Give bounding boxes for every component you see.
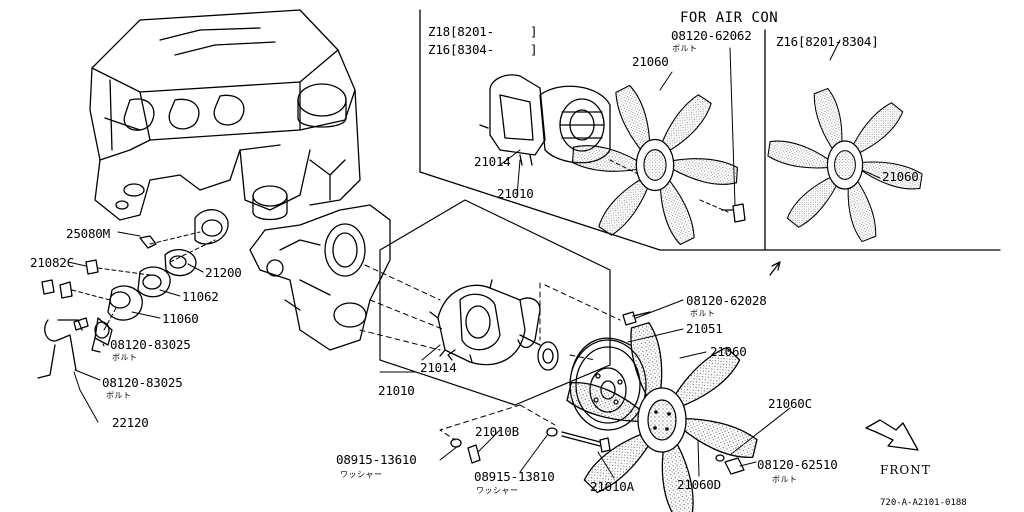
washer-13610-label: 08915-13610: [336, 452, 417, 467]
part-21051-label: 21051: [686, 321, 723, 336]
inset-z18-label: Z18[8201-: [428, 24, 494, 39]
inset-z16-right-label: Z16[8201-8304]: [776, 34, 879, 49]
inset-air-con: [419, 9, 1001, 251]
part-11060-label: 11060: [162, 311, 199, 326]
inset-fan-z16-21060-label: 21060: [882, 169, 919, 184]
bolt-62062-label: 08120-62062: [671, 28, 752, 43]
bolt-83025-b-sub: ボルト: [106, 391, 132, 400]
inset-pump-21010-label: 21010: [497, 186, 534, 201]
part-21082C-label: 21082C: [30, 255, 74, 270]
bolt-83025-a-label: 08120-83025: [110, 337, 191, 352]
part-11062-label: 11062: [182, 289, 219, 304]
bolt-62028-label: 08120-62028: [686, 293, 767, 308]
for-air-con-label: FOR AIR CON: [680, 10, 779, 26]
bolt-62062-sub: ボルト: [672, 44, 698, 53]
part-21060D-label: 21060D: [677, 477, 721, 492]
diagram-code: 720-A-A2101-0188: [880, 498, 967, 508]
inset-z16-close: ]: [530, 42, 538, 57]
inset-pump-21014-label: 21014: [474, 154, 511, 169]
inset-arrow: [769, 261, 781, 276]
washer-13810-label: 08915-13810: [474, 469, 555, 484]
front-label: FRONT: [880, 463, 931, 477]
part-21014-label: 21014: [420, 360, 457, 375]
bolt-83025-a-sub: ボルト: [112, 353, 138, 362]
pump-exploded-view: [379, 199, 611, 406]
part-21060-label: 21060: [710, 344, 747, 359]
part-21010-label: 21010: [378, 383, 415, 398]
inset-z18-close: ]: [530, 24, 538, 39]
bolt-83025-b-label: 08120-83025: [102, 375, 183, 390]
fan-z16: [765, 86, 925, 244]
left-guide-lines: [71, 231, 216, 331]
washer-13810-sub: ワッシャー: [476, 486, 519, 495]
fan-air-con: [569, 83, 741, 247]
main-guide-lines: [359, 264, 621, 441]
part-21010B-label: 21010B: [475, 424, 519, 439]
part-21200-label: 21200: [205, 265, 242, 280]
bolt-62028-sub: ボルト: [690, 309, 716, 318]
fan-main: [563, 321, 761, 512]
bolt-62510-sub: ボルト: [772, 475, 798, 484]
part-22120-label: 22120: [112, 415, 149, 430]
part-21010A-label: 21010A: [590, 479, 634, 494]
part-25080M-label: 25080M: [66, 226, 110, 241]
washer-13610-sub: ワッシャー: [340, 470, 383, 479]
thermostat-group: [37, 209, 229, 379]
leader-lines: [67, 39, 881, 479]
front-arrow: [865, 419, 919, 451]
inset-z16-label: Z16[8304-: [428, 42, 494, 57]
fasteners: [41, 203, 746, 475]
bolt-62510-label: 08120-62510: [757, 457, 838, 472]
part-21060C-label: 21060C: [768, 396, 812, 411]
inset-fan-21060-label: 21060: [632, 54, 669, 69]
engine-block: [89, 9, 391, 351]
